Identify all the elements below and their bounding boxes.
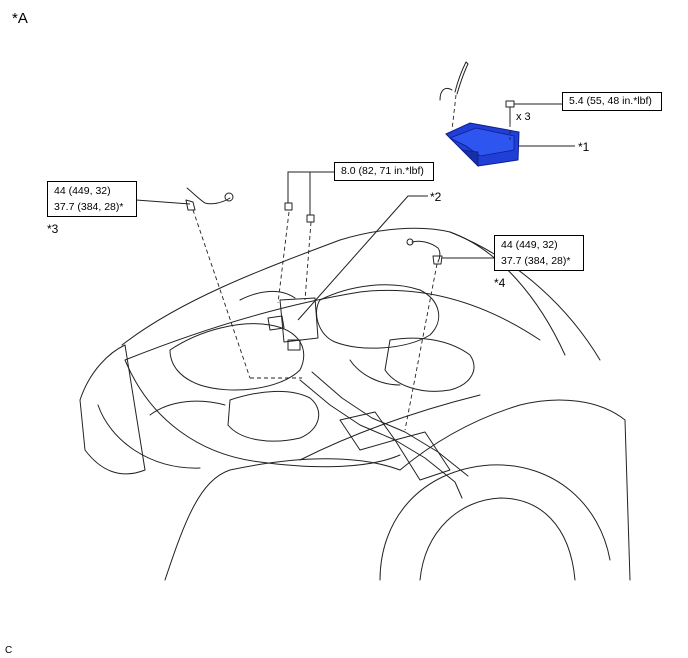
callout-2: *2 — [430, 190, 442, 204]
bolt-quantity: x 3 — [516, 111, 531, 123]
body-lower-left — [164, 458, 401, 581]
sensor-3-body — [186, 187, 231, 205]
hood-front — [124, 359, 401, 468]
callout-1: *1 — [578, 140, 590, 154]
torque-box-module: 8.0 (82, 71 in.*lbf) — [334, 162, 434, 181]
torque-bracket-bolt: 5.4 (55, 48 in.*lbf) — [569, 95, 652, 107]
torque-sensor-3-line1: 44 (449, 32) — [54, 185, 111, 197]
callout-3: *3 — [47, 222, 59, 236]
front-fascia — [79, 344, 146, 475]
footer-code: C — [5, 645, 13, 656]
sensor-4-body — [411, 240, 441, 263]
fender-right — [399, 399, 631, 581]
torque-box-bracket: 5.4 (55, 48 in.*lbf) — [562, 92, 662, 111]
strut-bar — [299, 394, 481, 461]
windshield-edge — [449, 231, 601, 361]
wheel-arch — [379, 464, 611, 581]
hood-edge-lower — [124, 289, 541, 361]
wheel-inner — [419, 497, 576, 581]
torque-sensor-3-line2: 37.7 (384, 28)* — [54, 201, 124, 213]
figure-label: *A — [12, 10, 28, 27]
exhaust-pipe — [299, 379, 463, 499]
torque-box-sensor-4: 44 (449, 32) 37.7 (384, 28)* — [494, 235, 584, 271]
torque-sensor-4-line2: 37.7 (384, 28)* — [501, 255, 571, 267]
torque-module-nuts: 8.0 (82, 71 in.*lbf) — [341, 165, 424, 177]
bumper-line — [97, 404, 201, 469]
hood-outline — [121, 227, 566, 356]
torque-box-sensor-3: 44 (449, 32) 37.7 (384, 28)* — [47, 181, 137, 217]
torque-sensor-4-line1: 44 (449, 32) — [501, 239, 558, 251]
callout-4: *4 — [494, 276, 506, 290]
bracket-1 — [445, 122, 520, 167]
